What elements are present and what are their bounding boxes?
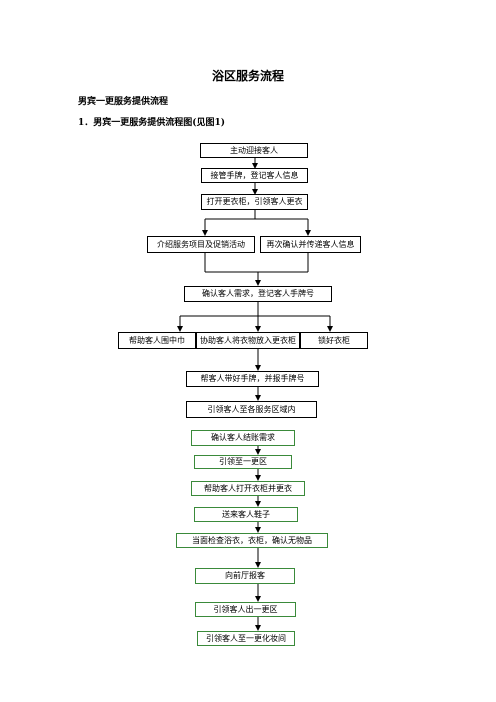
flow-step-confirm-info: 再次确认并传递客人信息 (260, 236, 361, 253)
flow-step-makeup-room: 引领客人至一更化妆间 (197, 631, 295, 646)
flow-step-exit: 引领客人出一更区 (195, 602, 296, 617)
flow-step-lock: 锁好衣柜 (300, 332, 368, 349)
subsection-heading: 1．男宾一更服务提供流程图(见图1) (78, 118, 226, 128)
flow-step-report: 向前厅报客 (195, 568, 295, 584)
flow-step-register: 接管手牌，登记客人信息 (201, 168, 308, 183)
section-heading: 男宾一更服务提供流程 (78, 97, 169, 107)
flow-step-greet: 主动迎接客人 (200, 143, 308, 158)
flow-step-towel: 帮助客人围中巾 (118, 332, 196, 349)
flow-step-clothes: 协助客人将衣物放入更衣柜 (196, 332, 300, 349)
flow-step-open-locker: 打开更衣柜，引领客人更衣 (201, 194, 308, 210)
flow-step-checkout: 确认客人结账需求 (191, 430, 295, 446)
flow-step-shoes: 送来客人鞋子 (194, 507, 298, 522)
flow-step-wristband: 帮客人带好手牌，并报手牌号 (186, 371, 319, 387)
flow-step-guide-area: 引领客人至各服务区域内 (186, 401, 317, 418)
flow-step-introduce: 介绍服务项目及促销活动 (147, 236, 255, 253)
page-title: 浴区服务流程 (211, 69, 284, 83)
flow-step-confirm-needs: 确认客人需求，登记客人手牌号 (184, 286, 332, 302)
flow-step-help-change: 帮助客人打开衣柜并更衣 (191, 481, 305, 496)
flow-step-to-dressing: 引领至一更区 (194, 455, 292, 469)
flow-step-inspect: 当面检查浴衣，衣柜，确认无物品 (176, 533, 328, 548)
